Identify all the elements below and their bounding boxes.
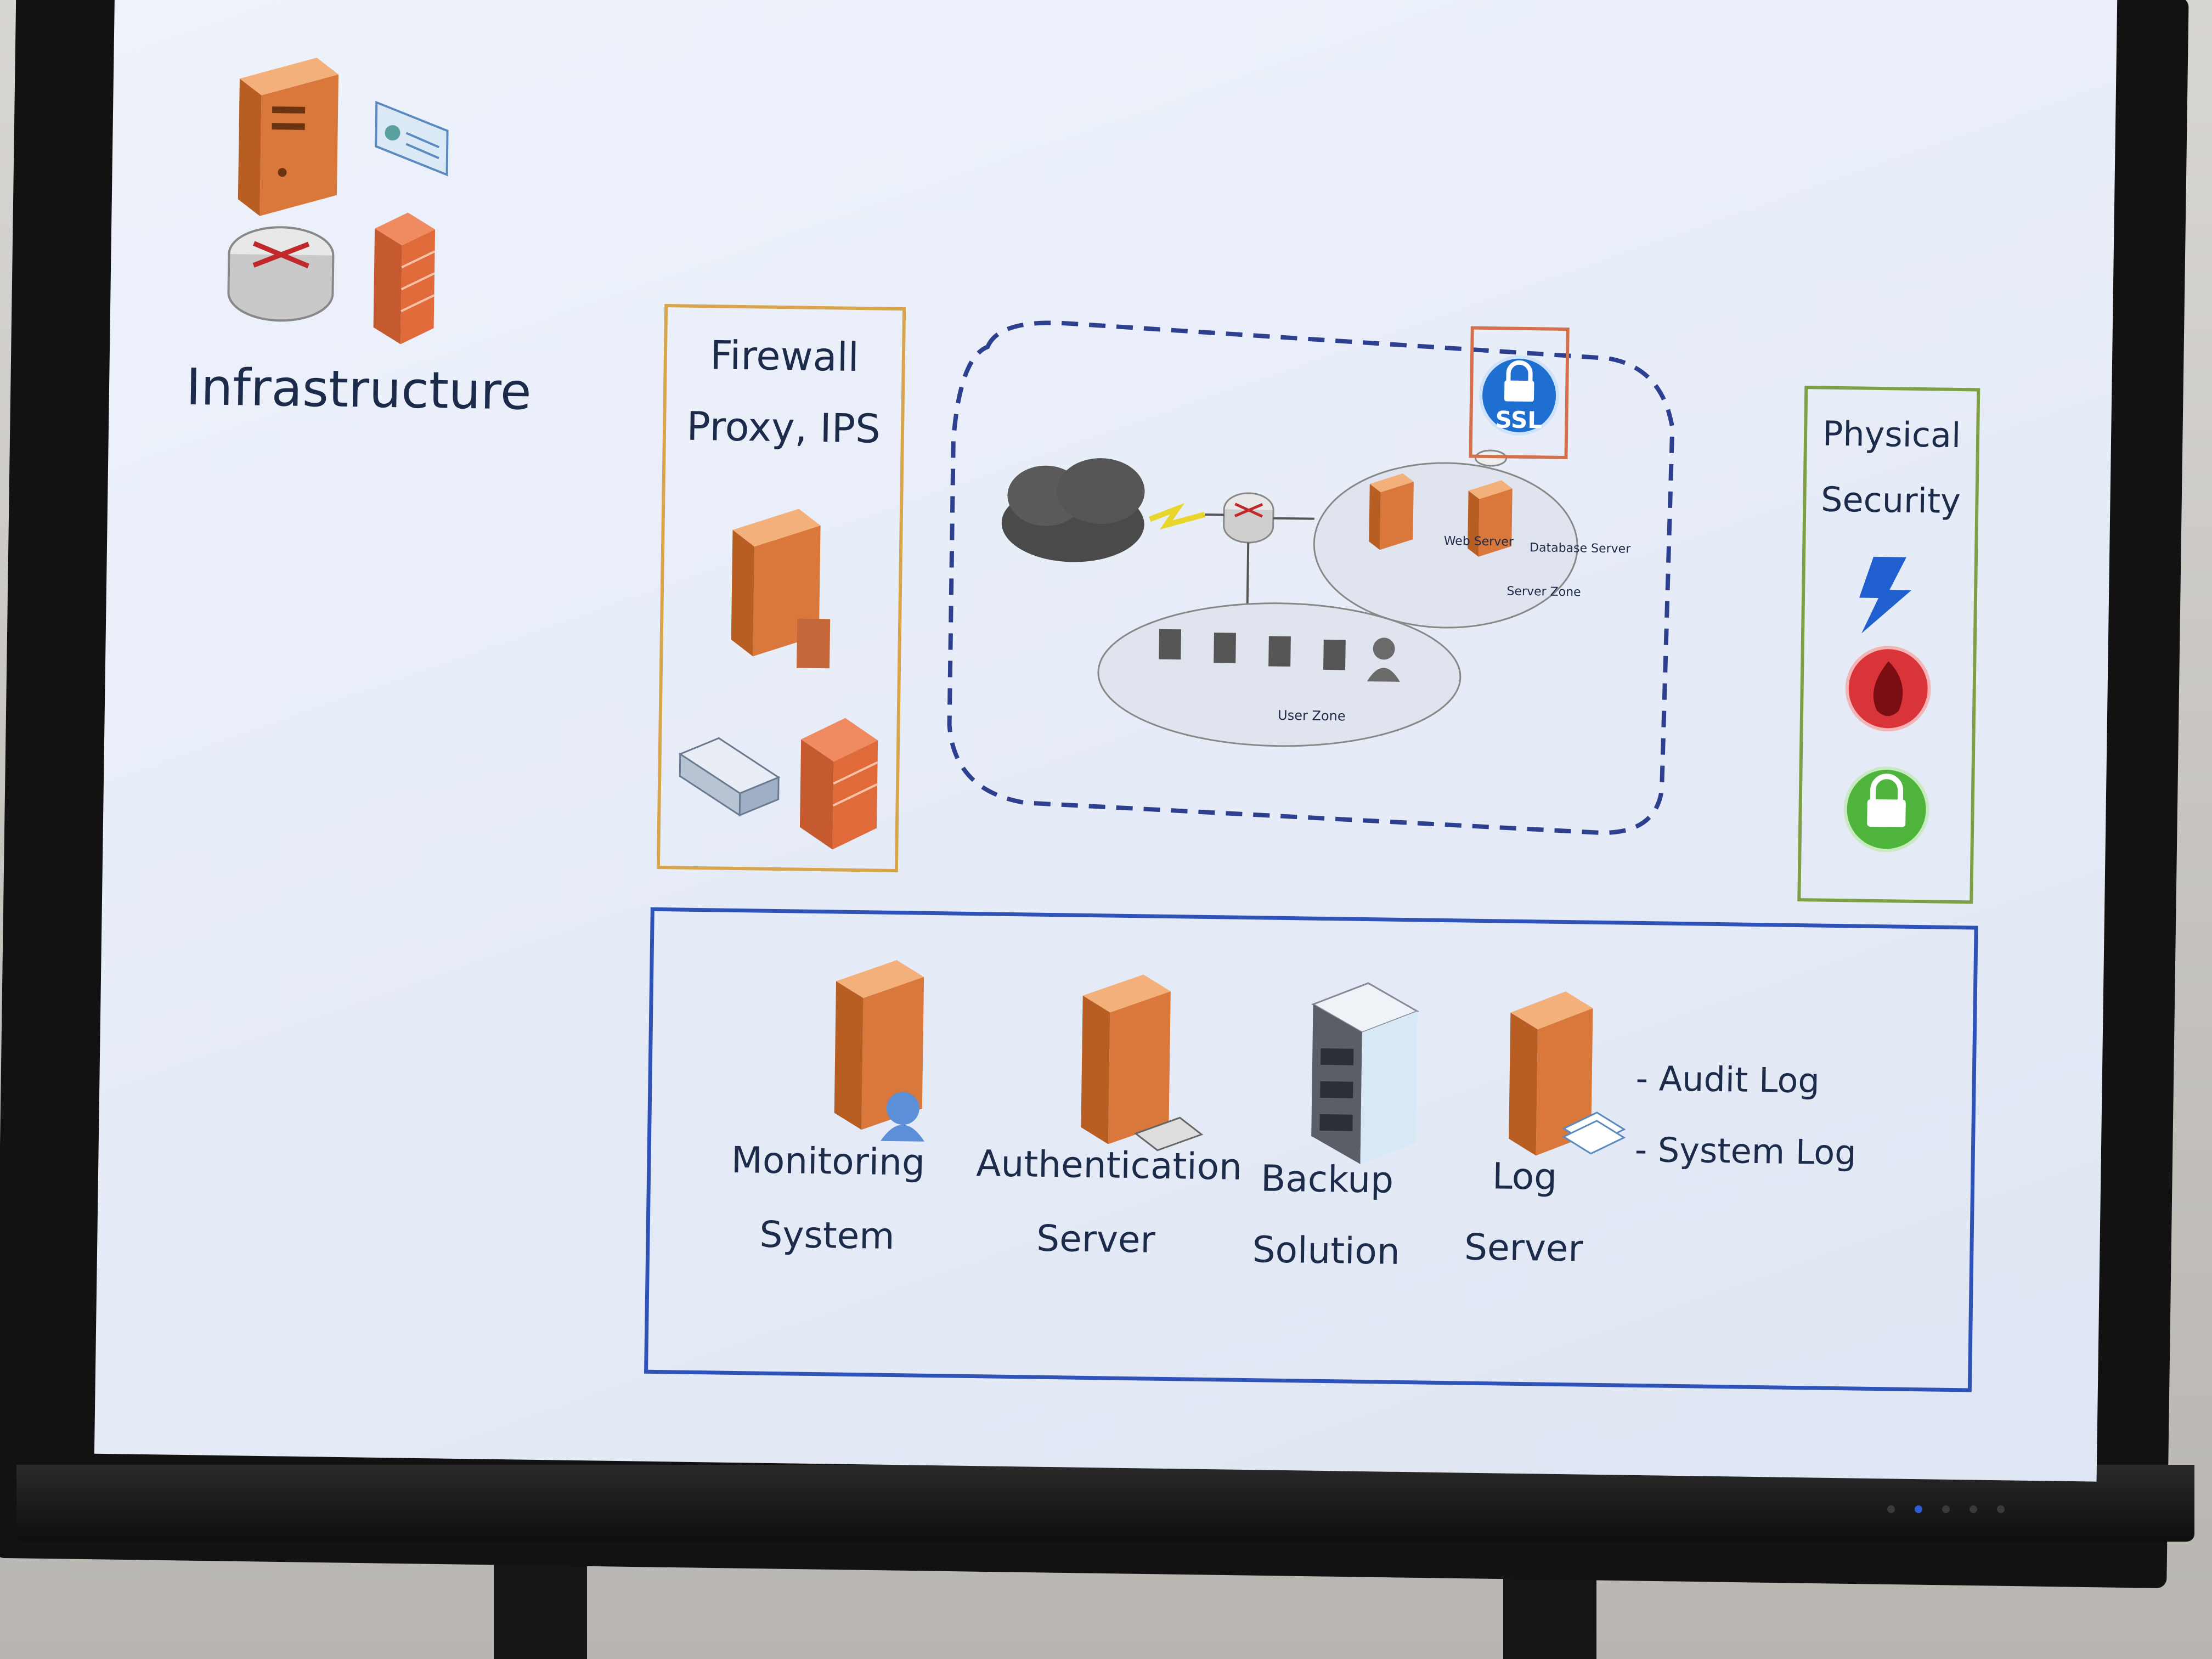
web-server-icon — [1369, 473, 1414, 550]
backup-solution-line1: Backup — [1260, 1157, 1394, 1201]
monitoring-server-icon — [834, 960, 924, 1142]
lightning-icon — [1859, 556, 1912, 634]
infrastructure-icon-group — [227, 58, 449, 345]
user-zone-ellipse — [1097, 602, 1462, 747]
slide-screen: Infrastructure Firewall Proxy, IPS — [94, 0, 2118, 1482]
database-server-icon — [1468, 449, 1513, 557]
infrastructure-label: Infrastructure — [185, 357, 532, 421]
network-diagram — [947, 320, 1675, 835]
security-label: Security — [1820, 479, 1961, 522]
server-icon — [238, 58, 339, 216]
authentication-server-icon — [1081, 974, 1204, 1152]
server-zone-label: Server Zone — [1506, 584, 1581, 600]
cloud-icon — [1001, 458, 1145, 562]
backup-solution-line2: Solution — [1252, 1228, 1401, 1273]
workstation-icons — [1159, 629, 1400, 682]
firewall-wall-icon — [799, 718, 878, 850]
ssl-badge-label: SSL — [1495, 406, 1543, 434]
display-indicator-led — [1942, 1505, 1950, 1513]
firewall-box-icons — [678, 509, 878, 850]
wan-link-icon — [1149, 503, 1206, 530]
ips-appliance-icon — [678, 737, 781, 817]
log-server-icon — [1509, 991, 1626, 1156]
system-log-label: - System Log — [1634, 1129, 1857, 1173]
authentication-server-line1: Authentication — [975, 1142, 1243, 1188]
router-icon — [227, 226, 335, 322]
physical-security-icons — [1843, 556, 1931, 853]
certificate-icon — [375, 100, 449, 177]
dashed-network-boundary — [947, 320, 1675, 835]
fire-icon — [1845, 646, 1931, 732]
proxy-server-icon — [731, 509, 831, 669]
ssl-lock-icon — [1479, 355, 1560, 436]
log-server-line2: Server — [1464, 1226, 1584, 1270]
user-zone-label: User Zone — [1277, 707, 1346, 724]
firewall-icon — [373, 212, 436, 345]
firewall-label: Firewall — [709, 332, 860, 380]
display-power-led — [1915, 1505, 1922, 1513]
physical-label: Physical — [1822, 413, 1961, 456]
monitoring-system-line1: Monitoring — [731, 1138, 926, 1184]
backup-storage-icon — [1311, 982, 1419, 1164]
display-indicator-led — [1970, 1505, 1977, 1513]
audit-log-label: - Audit Log — [1635, 1058, 1820, 1101]
authentication-server-line2: Server — [1036, 1217, 1156, 1261]
log-server-line1: Log — [1492, 1155, 1558, 1198]
proxy-ips-label: Proxy, IPS — [686, 403, 881, 452]
display-indicator-led — [1887, 1505, 1895, 1513]
display-indicator-led — [1997, 1505, 2005, 1513]
database-server-label: Database Server — [1529, 541, 1631, 556]
monitoring-system-line2: System — [759, 1213, 895, 1258]
component-icons — [834, 960, 1626, 1164]
lock-icon — [1843, 766, 1929, 853]
core-router-icon — [1223, 492, 1274, 544]
